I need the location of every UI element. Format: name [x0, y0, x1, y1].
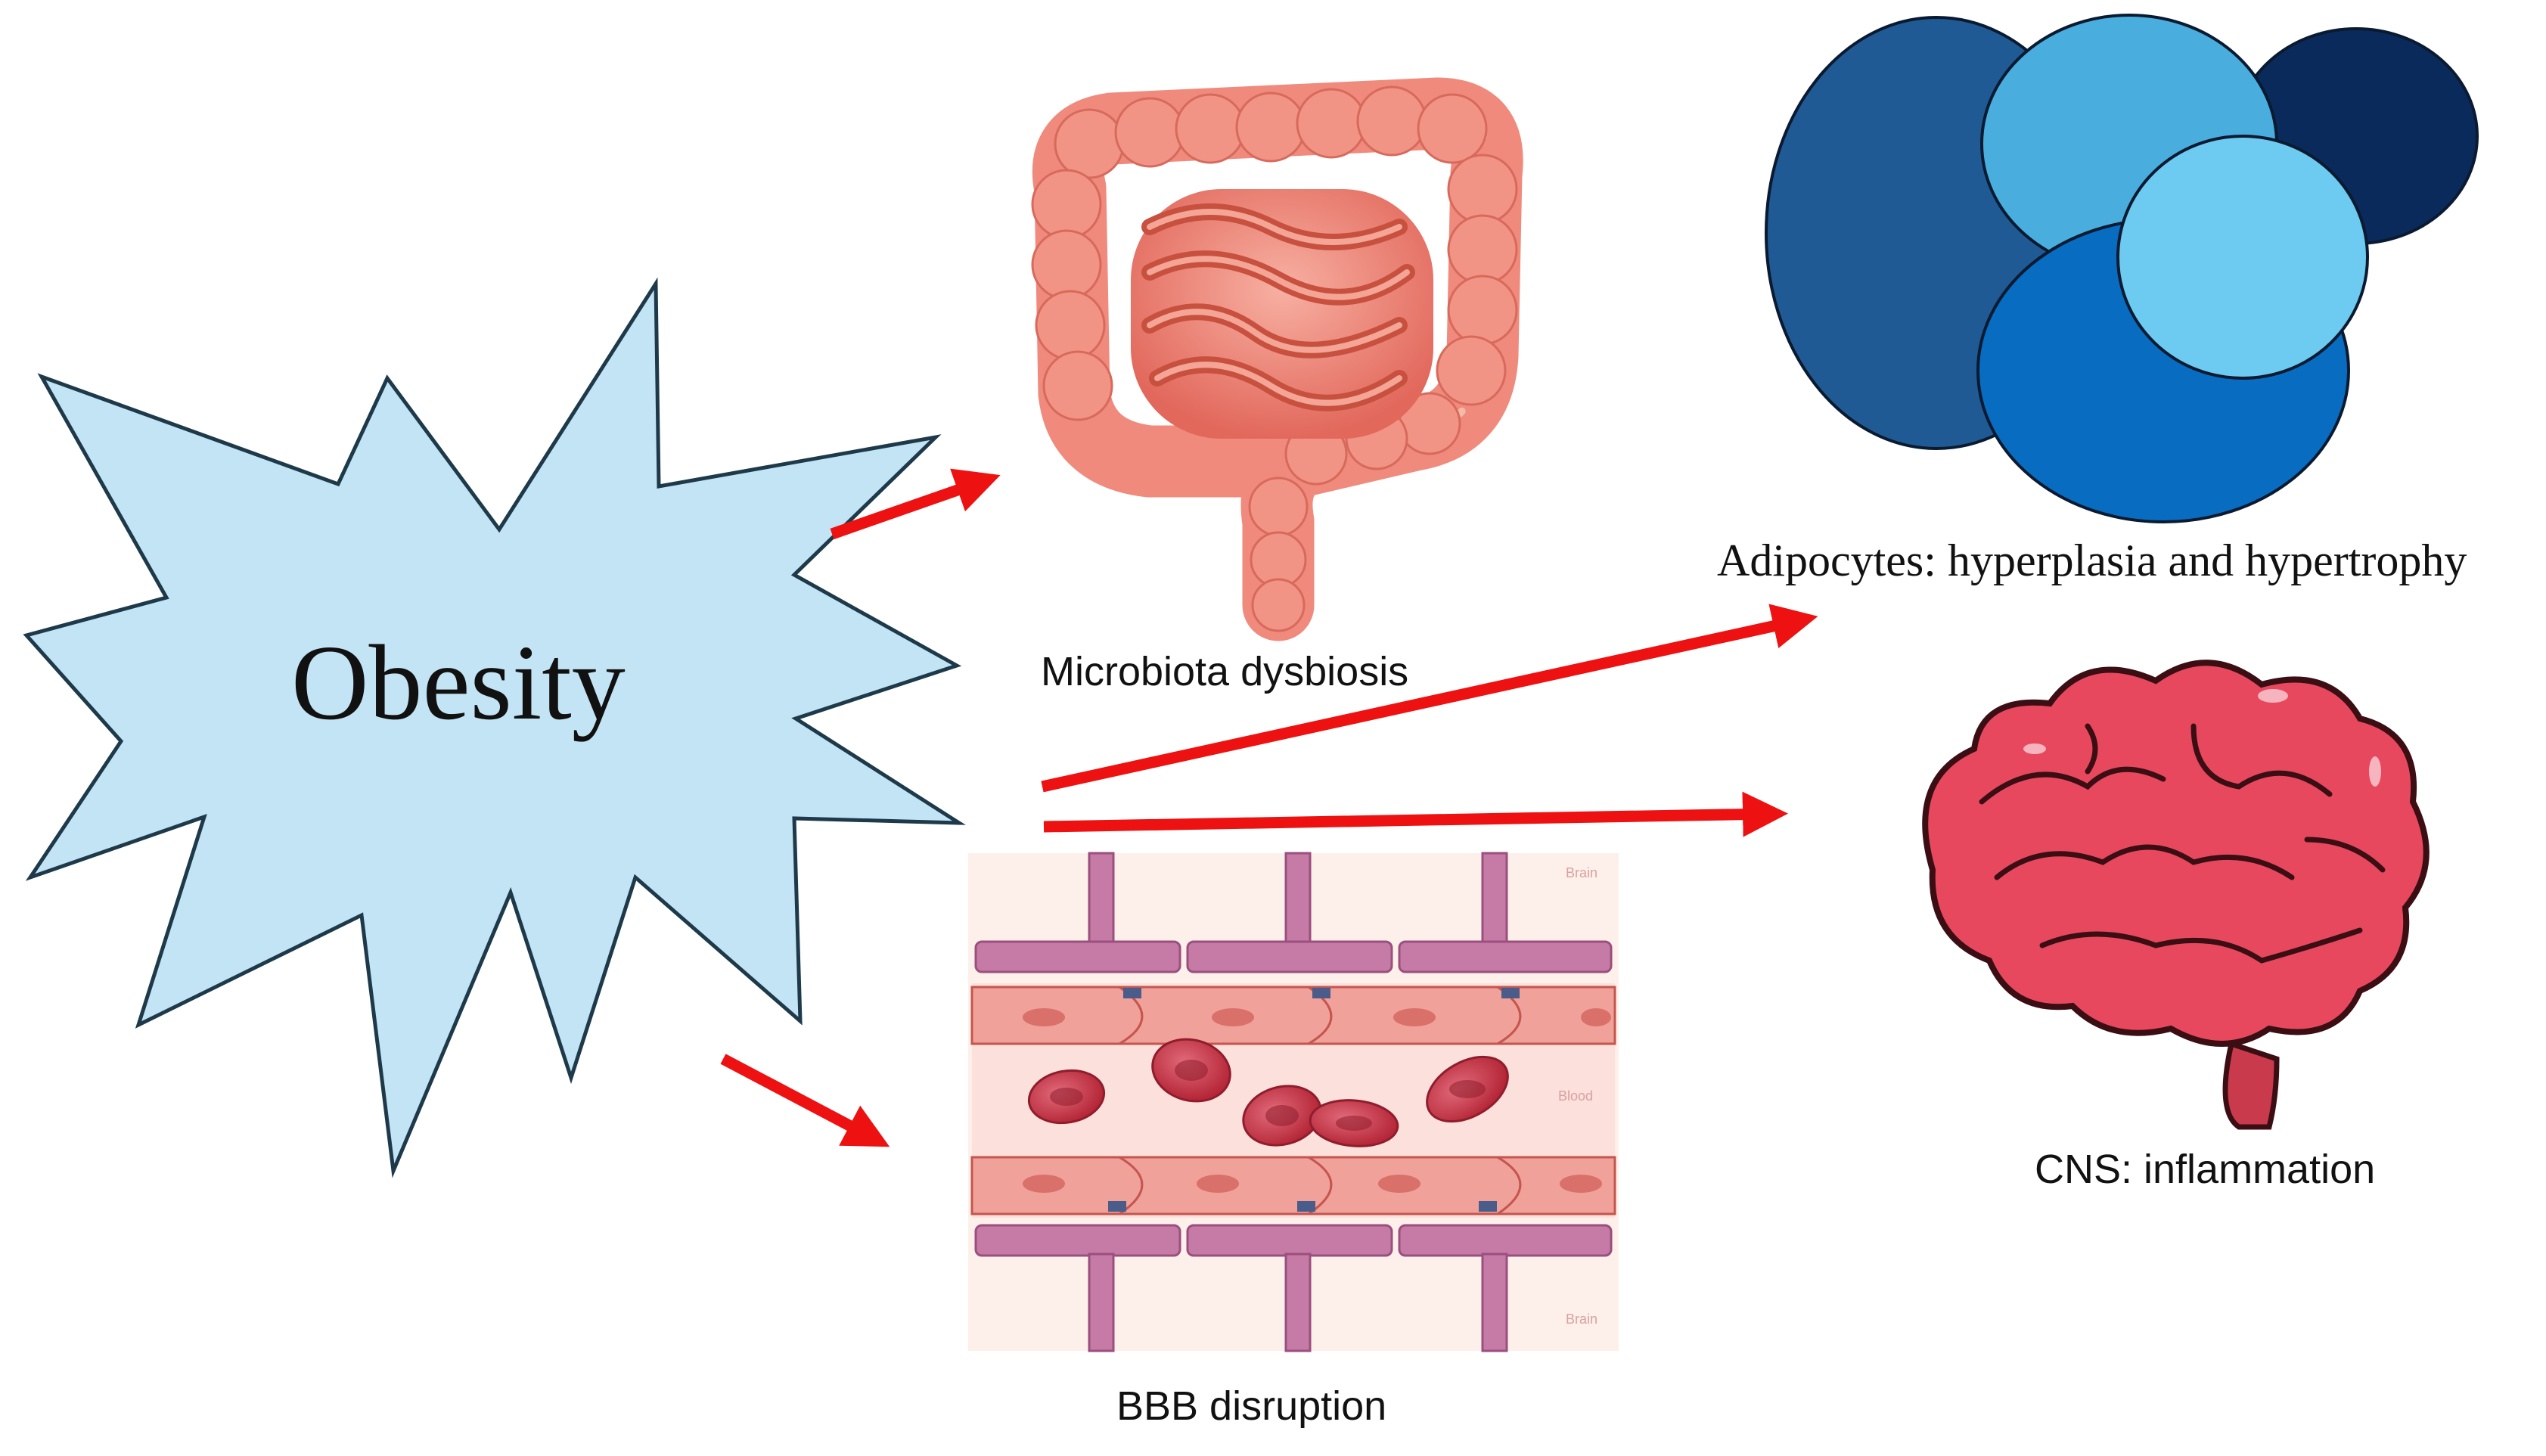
bbb-blood-label: Blood: [1558, 1088, 1593, 1104]
obesity-label: Obesity: [291, 622, 626, 742]
bbb-brain-top-label: Brain: [1566, 865, 1597, 880]
arrow-to-cns: [1043, 791, 1788, 837]
intestine-icon: [1031, 77, 1523, 641]
arrow-to-microbiota: [830, 468, 1001, 540]
bbb-brain-bottom-label: Brain: [1566, 1312, 1597, 1327]
cns-inflammation-label: CNS: inflammation: [2035, 1147, 2376, 1192]
microbiota-dysbiosis-label: Microbiota dysbiosis: [1041, 649, 1409, 694]
obesity-starburst-icon: [23, 277, 966, 1178]
blood-brain-barrier-icon: Brain: [968, 852, 1619, 1352]
arrow-to-adipocytes: [1041, 604, 1818, 793]
brain-icon: [1922, 660, 2430, 1130]
bbb-disruption-label: BBB disruption: [1116, 1383, 1387, 1429]
adipocytes-label: Adipocytes: hyperplasia and hypertrophy: [1717, 536, 2467, 585]
adipocyte-cluster-icon: [1765, 14, 2479, 523]
arrows: [720, 468, 1818, 1147]
arrow-to-bbb: [720, 1054, 890, 1147]
